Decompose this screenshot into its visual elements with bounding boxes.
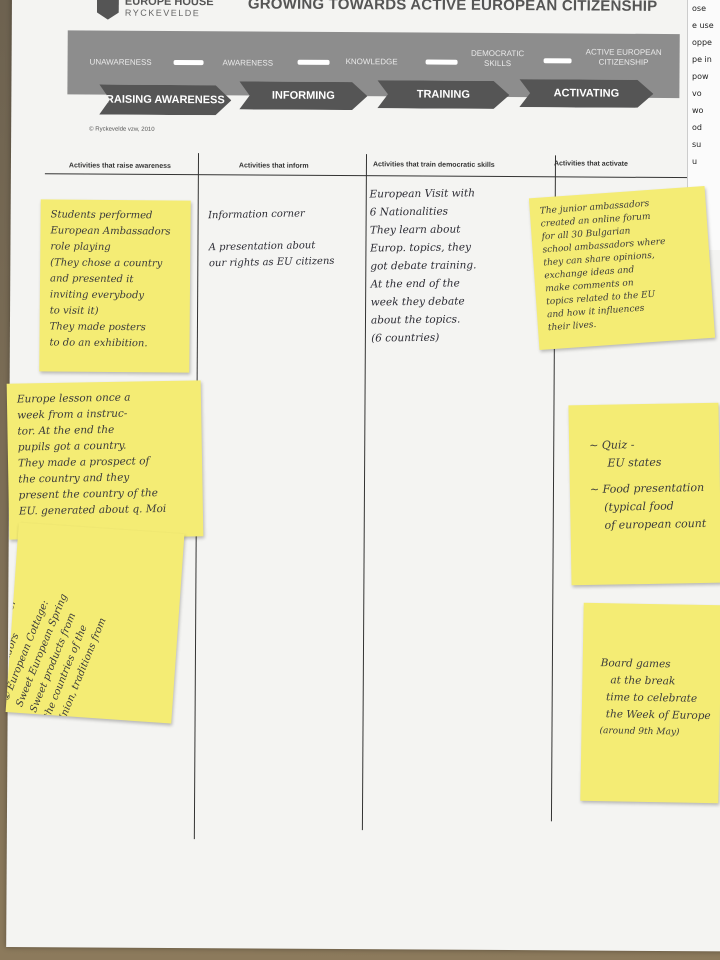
stage-unawareness: UNAWARENESS: [89, 57, 152, 67]
sticky-note-awareness-1: Students performed European Ambassadors …: [39, 199, 191, 373]
phase-raising-awareness: RAISING AWARENESS: [99, 85, 231, 116]
paper-fragment: vo: [692, 89, 702, 98]
header-divider: [44, 173, 720, 179]
handwritten-line: 6 Nationalities: [369, 205, 449, 219]
column-header-activate: Activities that activate: [553, 160, 628, 168]
handwritten-line: European Visit with: [369, 187, 476, 201]
sticky-note-awareness-3: ① The training activity for which 25 jun…: [5, 522, 185, 724]
sticky-note-awareness-2: Europe lesson once a week from a instruc…: [6, 380, 204, 540]
note-line: and presented it: [50, 273, 134, 286]
paper-fragment: pe in: [692, 55, 712, 64]
note-line: time to celebrate: [605, 691, 698, 705]
paper-fragment: u: [692, 157, 698, 166]
stage-arrow: [425, 59, 458, 65]
note-line: the Week of Europe: [605, 708, 711, 723]
handwritten-line: At the end of the: [370, 277, 460, 291]
sticky-note-activate-3: Board games at the break time to celebra…: [580, 602, 720, 804]
handwritten-line: our rights as EU citizens: [208, 255, 335, 270]
copyright-note: © Ryckevelde vzw, 2010: [89, 126, 155, 133]
handwritten-line: Europ. topics, they: [370, 241, 472, 255]
paper-fragment: ose: [692, 4, 706, 13]
star-shield-icon: [97, 0, 119, 20]
note-line: (They chose a country: [50, 257, 163, 270]
sticky-note-activate-1: The junior ambassadors created an online…: [528, 186, 716, 350]
sticky-note-activate-2: ~ Quiz - EU states ~ Food presentation (…: [568, 402, 720, 586]
paper-fragment: su: [692, 140, 702, 149]
stage-awareness: AWARENESS: [222, 58, 274, 68]
handwriting-inform: Information corner A presentation about …: [208, 205, 369, 272]
note-line: Students performed: [50, 209, 153, 222]
note-line: (around 9th May): [599, 726, 680, 738]
note-line: inviting everybody: [49, 289, 145, 302]
stage-democratic-skills: DEMOCRATIC SKILLS: [471, 48, 525, 69]
paper-fragment: od: [692, 123, 702, 132]
note-line: EU. generated about q. Moi: [18, 502, 167, 518]
note-line: EU states: [607, 455, 662, 470]
note-line: to visit it): [49, 305, 99, 317]
note-line: ~ Quiz -: [589, 438, 635, 452]
note-line: They made posters: [49, 321, 146, 334]
paper-fragment: wo: [692, 106, 704, 115]
paper-fragment: e use: [692, 21, 714, 30]
note-line: European Ambassadors: [50, 225, 171, 238]
note-line: at the break: [610, 674, 676, 688]
phase-activating: ACTIVATING: [519, 79, 653, 108]
note-line: of european count: [604, 516, 707, 532]
column-header-inform: Activities that inform: [238, 162, 309, 170]
handwritten-line: (6 countries): [371, 331, 440, 345]
note-line: Board games: [600, 657, 671, 671]
stage-active-citizenship: ACTIVE EUROPEAN CITIZENSHIP: [585, 47, 662, 67]
note-line: role playing: [50, 241, 111, 253]
note-line: (typical food: [604, 499, 674, 514]
column-header-awareness: Activities that raise awareness: [68, 162, 171, 170]
stage-arrow: [543, 58, 572, 64]
paper-fragment: oppe: [692, 38, 712, 47]
logo-name-line2: RYCKEVELDE: [124, 7, 201, 19]
note-line: to do an exhibition.: [49, 337, 148, 350]
phase-informing: INFORMING: [239, 81, 367, 110]
handwriting-train: European Visit with 6 Nationalities They…: [369, 184, 521, 348]
phase-training: TRAINING: [377, 80, 509, 109]
citizenship-stage-band: UNAWARENESS AWARENESS KNOWLEDGE DEMOCRAT…: [67, 30, 680, 98]
column-header-train: Activities that train democratic skills: [372, 161, 495, 169]
handwritten-line: got debate training.: [370, 259, 477, 273]
poster-title: GROWING TOWARDS ACTIVE EUROPEAN CITIZENS…: [247, 0, 658, 15]
stage-arrow: [297, 59, 330, 65]
handwritten-line: about the topics.: [370, 313, 461, 327]
stage-knowledge: KNOWLEDGE: [345, 57, 398, 67]
handwritten-line: They learn about: [369, 223, 461, 237]
stage-arrow: [173, 59, 204, 66]
paper-fragment: pow: [692, 72, 709, 81]
note-line: ~ Food presentation: [589, 480, 705, 496]
handwritten-line: week they debate: [370, 295, 465, 309]
